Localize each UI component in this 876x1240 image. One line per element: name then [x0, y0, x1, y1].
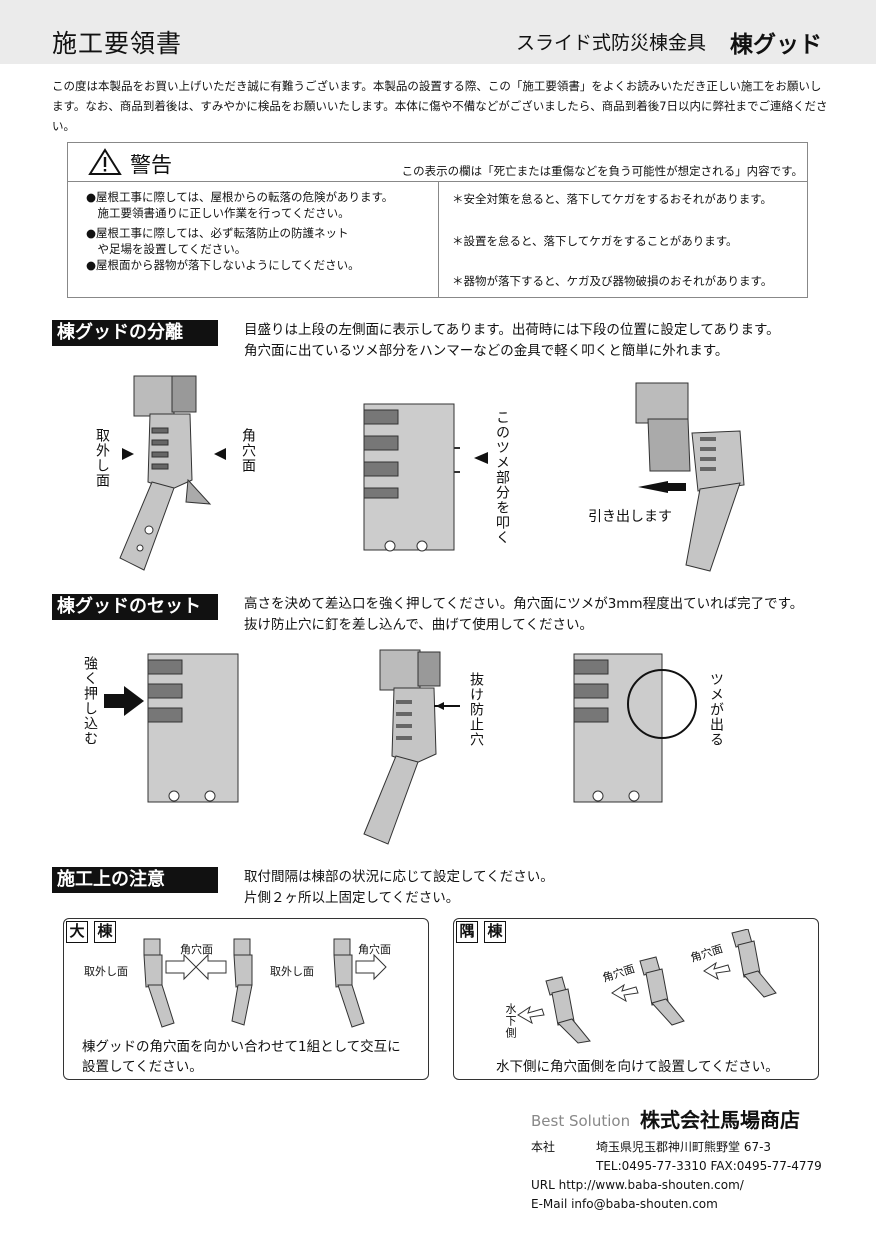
tag-main: 大 [66, 921, 88, 943]
label-removal-face: 取外し面 [94, 428, 110, 488]
tag-ridge: 棟 [94, 921, 116, 943]
section-title-separate: 棟グッドの分離 [52, 320, 218, 346]
alternate-layout-illustration [143, 938, 387, 1028]
label-pull-out: 引き出します [588, 509, 672, 525]
warning-right-1: ＊安全対策を怠ると、落下してケガをするおそれがあります。 [452, 192, 773, 206]
warning-left-line: 施工要領書通りに正しい作業を行ってください。 [86, 206, 350, 220]
phone-fax: TEL:0495-77-3310 FAX:0495-77-4779 [596, 1159, 822, 1173]
label-removal-face: 取外し面 [84, 965, 128, 978]
warning-icon [88, 148, 122, 175]
label-removal-face: 取外し面 [270, 965, 314, 978]
intro-text: この度は本製品をお買い上げいただき誠に有難うございます。本製品の設置する際、この… [52, 79, 828, 133]
product-name: 棟グッド [730, 32, 822, 58]
company-name: 株式会社馬場商店 [640, 1108, 800, 1132]
push-in-illustration [104, 653, 239, 803]
hip-layout-illustration [517, 929, 777, 1044]
hip-ridge-box: 隅 棟 角穴面 角穴面 水下側 水下側に角穴面側を向けて設置してください。 [453, 918, 819, 1080]
address: 埼玉県児玉郡神川町熊野堂 67-3 [596, 1140, 772, 1154]
main-ridge-box: 大 棟 取外し面 角穴面 取外し面 角穴面 棟グッドの角穴面を向かい合わせて1組… [63, 918, 429, 1080]
label-claw-out: ツメが出る [708, 672, 724, 747]
label-anti-slip-hole: 抜け防止穴 [468, 672, 484, 747]
bracket-illustration [119, 375, 226, 571]
claw-section-illustration [363, 403, 488, 552]
section-text: 片側２ヶ所以上固定してください。 [244, 890, 460, 906]
pull-out-illustration [635, 382, 745, 572]
note-line: 水下側に角穴面側を向けて設置してください。 [496, 1059, 779, 1075]
warning-right-3: ＊器物が落下すると、ケガ及び器物破損のおそれがあります。 [452, 274, 773, 288]
warning-divider [438, 181, 439, 297]
warning-header: 警告 この表示の欄は「死亡または重傷などを負う可能性が想定される」内容です。 [68, 143, 807, 182]
warning-left-line: ●屋根面から器物が落下しないようにしてください。 [86, 258, 360, 272]
note-line: 設置してください。 [82, 1059, 203, 1075]
page-title: 施工要領書 [52, 29, 183, 58]
warning-left: ●屋根工事に際しては、屋根からの転落の危険があります。 施工要領書通りに正しい作… [86, 189, 393, 273]
section-title-caution: 施工上の注意 [52, 867, 218, 893]
note-line: 棟グッドの角穴面を向かい合わせて1組として交互に [82, 1039, 401, 1055]
section-text: 抜け防止穴に釘を差し込んで、曲げて使用してください。 [244, 617, 593, 633]
section-title-set: 棟グッドのセット [52, 594, 218, 620]
warning-right-2: ＊設置を怠ると、落下してケガをすることがあります。 [452, 234, 738, 248]
page-header [0, 0, 876, 64]
warning-left-line: や足場を設置してください。 [86, 242, 247, 256]
hq-label: 本社 [531, 1140, 556, 1154]
warning-left-line: ●屋根工事に際しては、屋根からの転落の危険があります。 [86, 190, 394, 204]
tag-hip: 隅 [456, 921, 478, 943]
anti-slip-illustration [363, 649, 460, 845]
warning-box: 警告 この表示の欄は「死亡または重傷などを負う可能性が想定される」内容です。 ●… [67, 142, 808, 298]
email-address[interactable]: E-Mail info@baba-shouten.com [531, 1197, 718, 1211]
website-url[interactable]: URL http://www.baba-shouten.com/ [531, 1178, 744, 1192]
section-text: 高さを決めて差込口を強く押してください。角穴面にツメが3mm程度出ていれば完了で… [244, 596, 804, 612]
slogan: Best Solution [531, 1112, 631, 1130]
section-text: 角穴面に出ているツメ部分をハンマーなどの金具で軽く叩くと簡単に外れます。 [244, 343, 729, 359]
label-tap-claw: このツメ部分を叩く [494, 410, 510, 545]
product-category: スライド式防災棟金具 [516, 32, 707, 54]
warning-label: 警告 [130, 153, 172, 177]
label-square-hole-face: 角穴面 [240, 428, 256, 473]
section-text: 取付間隔は棟部の状況に応じて設定してください。 [244, 869, 554, 885]
section-text: 目盛りは上段の左側面に表示してあります。出荷時には下段の位置に設定してあります。 [244, 322, 780, 338]
warning-left-line: ●屋根工事に際しては、必ず転落防止の防護ネット [86, 226, 349, 240]
label-square-hole-face: 角穴面 [358, 943, 391, 956]
tag-ridge: 棟 [484, 921, 506, 943]
label-downslope: 水下側 [504, 1003, 517, 1039]
warning-desc: この表示の欄は「死亡または重傷などを負う可能性が想定される」内容です。 [401, 164, 803, 178]
label-square-hole-face: 角穴面 [180, 943, 213, 956]
label-push-in: 強く押し込む [82, 656, 98, 746]
claw-out-illustration [573, 653, 697, 803]
